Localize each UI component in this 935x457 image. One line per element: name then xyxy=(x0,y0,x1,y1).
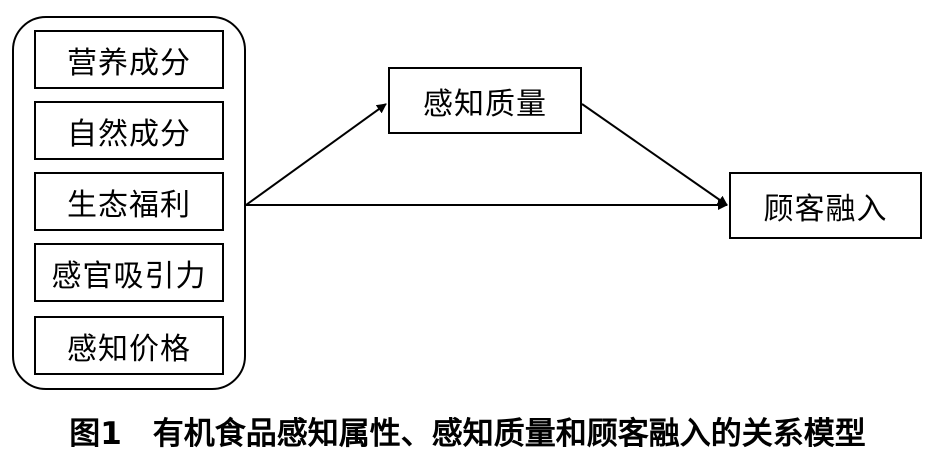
attribute-box-nutrition: 营养成分 xyxy=(34,30,224,89)
outcome-box: 顾客融入 xyxy=(729,172,922,239)
attribute-box-natural: 自然成分 xyxy=(34,101,224,160)
attribute-box-eco-welfare: 生态福利 xyxy=(34,172,224,231)
figure-caption: 图1 有机食品感知属性、感知质量和顾客融入的关系模型 xyxy=(69,416,866,452)
mediator-box: 感知质量 xyxy=(388,67,582,134)
attribute-box-perceived-price: 感知价格 xyxy=(34,316,224,375)
attribute-box-sensory-appeal: 感官吸引力 xyxy=(34,243,224,302)
arrow-attributes-to-quality xyxy=(245,103,387,206)
attributes-group xyxy=(12,16,246,390)
arrow-quality-to-engagement xyxy=(581,103,728,206)
